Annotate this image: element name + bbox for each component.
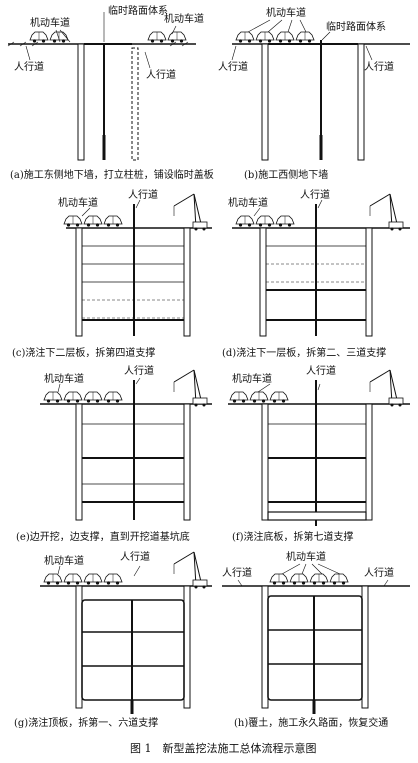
label-temp-deck: 临时路面体系 [326, 20, 386, 33]
panel-caption: (d)浇注下一层板，拆第二、三道支撑 [222, 346, 386, 359]
label-temp-deck: 临时路面体系 [108, 4, 168, 17]
label-sidewalk: 人行道 [128, 188, 158, 201]
label-vehicle-lane: 机动车道 [58, 196, 98, 209]
label-sidewalk: 人行道 [306, 364, 336, 377]
label-sidewalk: 人行道 [14, 60, 44, 73]
panel-d: 机动车道 人行道 (d)浇注下一层板，拆第二、三道支撑 [222, 188, 410, 359]
label-sidewalk: 人行道 [146, 68, 176, 81]
label-sidewalk: 人行道 [364, 566, 394, 579]
panel-c: 机动车道 人行道 (c)浇注下二层板，拆第四道支撑 [12, 188, 212, 359]
label-sidewalk: 人行道 [218, 60, 248, 73]
label-sidewalk: 人行道 [120, 550, 150, 563]
label-vehicle-lane: 机动车道 [232, 372, 272, 385]
panel-caption: (b)施工西侧地下墙 [244, 168, 328, 181]
label-vehicle-lane: 机动车道 [228, 196, 268, 209]
panel-caption: (c)浇注下二层板，拆第四道支撑 [12, 346, 155, 359]
label-vehicle-lane: 机动车道 [44, 372, 84, 385]
label-vehicle-lane: 机动车道 [44, 554, 84, 567]
panel-caption: (e)边开挖，边支撑，直到开挖道基坑底 [16, 530, 190, 543]
panel-caption: (g)浇注顶板，拆第一、六道支撑 [14, 716, 158, 729]
panel-b: 机动车道 临时路面体系 人行道 人行道 (b)施工西侧地下墙 [218, 6, 410, 181]
label-vehicle-lane: 机动车道 [30, 16, 70, 29]
label-sidewalk: 人行道 [222, 566, 252, 579]
figure-caption: 图 1 新型盖挖法施工总体流程示意图 [130, 741, 317, 755]
label-sidewalk: 人行道 [124, 364, 154, 377]
panel-caption: (f)浇注底板，拆第七道支撑 [232, 530, 354, 543]
label-vehicle-lane: 机动车道 [164, 12, 204, 25]
label-vehicle-lane: 机动车道 [266, 6, 306, 19]
panel-f: 机动车道 人行道 (f)浇注底板，拆第七道支撑 [228, 364, 410, 543]
panel-caption: (a)施工东侧地下墙，打立柱桩，铺设临时盖板 [10, 168, 214, 181]
label-sidewalk: 人行道 [300, 188, 330, 201]
label-vehicle-lane: 机动车道 [286, 550, 326, 563]
panel-a: 机动车道 临时路面体系 机动车道 人行道 人行道 (a)施工东侧地下墙，打立柱桩… [7, 4, 214, 181]
panel-h: 机动车道 人行道 人行道 (h)覆土，施工永久路面，恢复交通 [222, 550, 410, 729]
panel-g: 机动车道 人行道 (g)浇注顶板，拆第一、六道支撑 [14, 550, 212, 729]
panel-caption: (h)覆土，施工永久路面，恢复交通 [234, 716, 388, 729]
label-sidewalk: 人行道 [364, 60, 394, 73]
panel-e: 机动车道 人行道 (e)边开挖，边支撑，直到开挖道基坑底 [16, 364, 212, 543]
